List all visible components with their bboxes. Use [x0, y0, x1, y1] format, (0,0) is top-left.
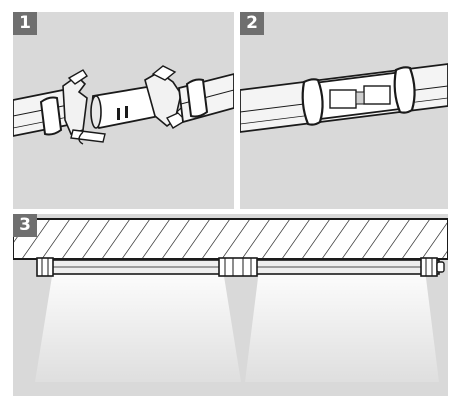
step-number-badge: 2	[240, 12, 264, 35]
clip-connector-closed-icon	[240, 63, 448, 133]
clip-connector-open-icon	[13, 65, 234, 145]
step-number-badge: 1	[13, 12, 37, 35]
step-2-panel: 2	[240, 12, 448, 209]
ceiling-mounted-light-bars-icon	[13, 218, 448, 382]
step-3-panel: 3	[13, 214, 448, 396]
step-1-panel: 1	[13, 12, 234, 209]
step-number-badge: 3	[13, 214, 37, 237]
